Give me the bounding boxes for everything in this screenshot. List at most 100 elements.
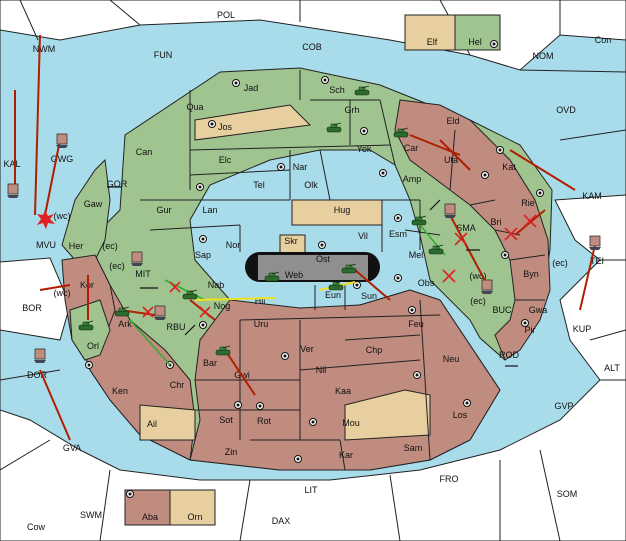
label-ovd: OVD (556, 105, 576, 115)
army-unit-icon (182, 289, 198, 300)
label-car: Car (404, 143, 419, 153)
label-kam: KAM (582, 191, 602, 201)
label-gva: GVA (63, 443, 81, 453)
label-nil: Nil (316, 365, 327, 375)
label-jad: Jad (244, 83, 259, 93)
supply-center-dot (415, 373, 419, 377)
supply-center-dot (362, 129, 366, 133)
label-amp: Amp (403, 174, 422, 184)
label-cob: COB (302, 42, 322, 52)
supply-center-dot (396, 216, 400, 220)
label-dor: DOR (27, 370, 48, 380)
canal-arrows (107, 186, 518, 367)
label-pol: POL (217, 10, 235, 20)
coast-tag: (ec) (102, 241, 118, 251)
supply-center-dot (283, 354, 287, 358)
army-unit-icon (354, 85, 370, 96)
label-nom: NOM (533, 51, 554, 61)
label-grh: Grh (344, 105, 359, 115)
coast-tag: (ec) (109, 261, 125, 271)
label-sam: Sam (404, 443, 423, 453)
coast-tag: (ec) (552, 258, 568, 268)
label-feu: Feu (408, 319, 424, 329)
dislodged-marker-icon (37, 210, 55, 229)
army-unit-icon (78, 320, 94, 331)
supply-center-dot (498, 148, 502, 152)
supply-center-dot (87, 363, 91, 367)
label-cow: Cow (27, 522, 46, 532)
label-pir: Pir (525, 325, 536, 335)
label-orn: Orn (187, 512, 202, 522)
label-tel: Tel (253, 180, 265, 190)
label-web: Web (285, 270, 303, 280)
supply-center-dot (465, 401, 469, 405)
units (7, 85, 601, 363)
label-sot: Sot (219, 415, 233, 425)
label-esm: Esm (389, 229, 407, 239)
supply-center-dot (236, 403, 240, 407)
supply-center-dot (201, 323, 205, 327)
fleet-unit-icon (154, 305, 166, 320)
supply-center-dot (201, 237, 205, 241)
army-unit-icon (328, 280, 344, 291)
label-zin: Zin (225, 447, 238, 457)
supply-center-dot (492, 42, 496, 46)
label-rod: ROD (499, 350, 520, 360)
label-bar: Bar (203, 358, 217, 368)
label-nor: Nor (226, 240, 241, 250)
label-bor: BOR (22, 303, 42, 313)
fleet-unit-icon (481, 279, 493, 294)
label-her: Her (69, 241, 84, 251)
label-eun: Eun (325, 290, 341, 300)
army-unit-icon (411, 215, 427, 226)
label-neu: Neu (443, 354, 460, 364)
label-dax: DAX (272, 516, 291, 526)
supply-center-dot (523, 321, 527, 325)
label-rbu: RBU (166, 322, 185, 332)
label-nar: Nar (293, 162, 308, 172)
army-unit-icon (326, 122, 342, 133)
army-unit-icon (215, 345, 231, 356)
label-ver: Ver (300, 344, 314, 354)
coast-tag: (wc) (470, 271, 487, 281)
label-los: Los (453, 410, 468, 420)
supply-center-dot (320, 243, 324, 247)
supply-center-dot (128, 492, 132, 496)
failed-orders (142, 214, 537, 318)
supply-center-dot (234, 81, 238, 85)
region-labels: POLNWMFUNCOBNOMOVDConKAMGVPALTSOMFROLITD… (3, 10, 620, 532)
supply-center-dot (296, 457, 300, 461)
label-byn: Byn (523, 269, 539, 279)
coast-tag: (wc) (54, 211, 71, 221)
label-kal: KAL (3, 159, 20, 169)
label-elc: Elc (219, 155, 232, 165)
label-gor: GOR (107, 179, 128, 189)
label-sch: Sch (329, 85, 345, 95)
supply-centers (85, 40, 544, 498)
label-alt: ALT (604, 363, 620, 373)
label-can: Can (136, 147, 153, 157)
label-gwa: Gwa (529, 305, 548, 315)
supply-center-dot (483, 173, 487, 177)
label-olk: Olk (304, 180, 318, 190)
label-kat: Kat (502, 162, 516, 172)
label-obs: Obs (418, 278, 435, 288)
label-gvp: GVP (554, 401, 573, 411)
label-skr: Skr (284, 236, 298, 246)
label-sap: Sap (195, 250, 211, 260)
fleet-unit-icon (589, 235, 601, 250)
label-lit: LIT (304, 485, 318, 495)
label-lan: Lan (202, 205, 217, 215)
label-sma: SMA (456, 223, 476, 233)
supply-center-dot (396, 276, 400, 280)
supply-center-dot (279, 165, 283, 169)
label-hel: Hel (468, 37, 482, 47)
label-buc: BUC (492, 305, 512, 315)
label-eld: Eld (446, 116, 459, 126)
orders (14, 34, 596, 441)
army-unit-icon (428, 244, 444, 255)
label-gwg: GWG (51, 154, 74, 164)
supply-center-dot (258, 404, 262, 408)
label-qua: Qua (186, 102, 203, 112)
label-yok: Yok (357, 144, 372, 154)
